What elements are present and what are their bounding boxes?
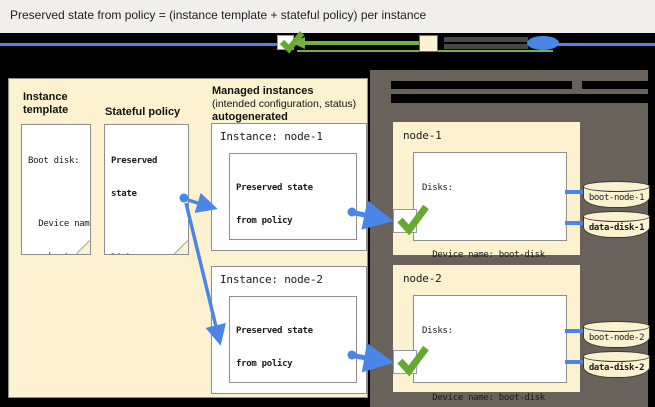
- green-arrow-icon: [292, 37, 305, 49]
- mig-config-panel: Instance template Stateful policy Manage…: [8, 78, 368, 398]
- green-arrow-icon: [303, 41, 420, 45]
- check-icon: [397, 204, 429, 235]
- disk-icon: [527, 36, 559, 50]
- preserved-state-box: Preserved state from policy Disks: Devic…: [229, 296, 357, 383]
- check-icon: [397, 345, 429, 376]
- state-applied-checkbox: [393, 345, 429, 376]
- managed-instance-node-1: Instance: node-1 Preserved state from po…: [211, 123, 367, 356]
- redacted-legend-text: [444, 44, 528, 49]
- preserved-state-box: Preserved state from policy Disks: Devic…: [229, 153, 359, 356]
- state-applied-checkbox: [393, 204, 429, 235]
- diagram-title: Preserved state from policy = (instance …: [10, 8, 427, 22]
- legend-instance-box-icon: [419, 35, 438, 52]
- instance-template-label: Instance template: [23, 91, 69, 116]
- connection-line-icon: [543, 43, 655, 46]
- managed-instances-label: Managed instances (intended configuratio…: [212, 85, 357, 123]
- vm-node-1-panel: node-1 Disks: Device name: boot-disk Dis…: [393, 122, 580, 389]
- vm-node-2-panel: node-2 Disks: Device name: boot-disk Dis…: [393, 265, 580, 403]
- redacted-heading-bar: [391, 81, 572, 89]
- disk-cylinder-boot-node-2: boot-node-2: [583, 321, 650, 348]
- connection-line-icon: [0, 43, 278, 46]
- redacted-heading-bar: [582, 81, 655, 89]
- instance-template-card: Boot disk: Device name: boot-disk Additi…: [21, 124, 91, 255]
- redacted-heading-bar: [391, 94, 655, 103]
- stateful-policy-card: Preserved state Disks: Device name: data…: [104, 124, 189, 255]
- legend-band: [0, 31, 655, 70]
- vm-disks-box: Disks: Device name: boot-disk Disk name:…: [413, 152, 567, 389]
- redacted-legend-text: [444, 37, 528, 42]
- stateful-policy-label: Stateful policy: [105, 106, 181, 118]
- title-strip: Preserved state from policy = (instance …: [0, 0, 655, 33]
- managed-instance-node-2: Instance: node-2 Preserved state from po…: [211, 266, 367, 394]
- disk-cylinder-boot-node-1: boot-node-1: [583, 181, 650, 208]
- vm-disks-box: Disks: Device name: boot-disk Disk name:…: [413, 295, 567, 403]
- disk-cylinder-data-disk-2: data-disk-2: [583, 351, 650, 378]
- disk-cylinder-data-disk-1: data-disk-1: [583, 211, 650, 238]
